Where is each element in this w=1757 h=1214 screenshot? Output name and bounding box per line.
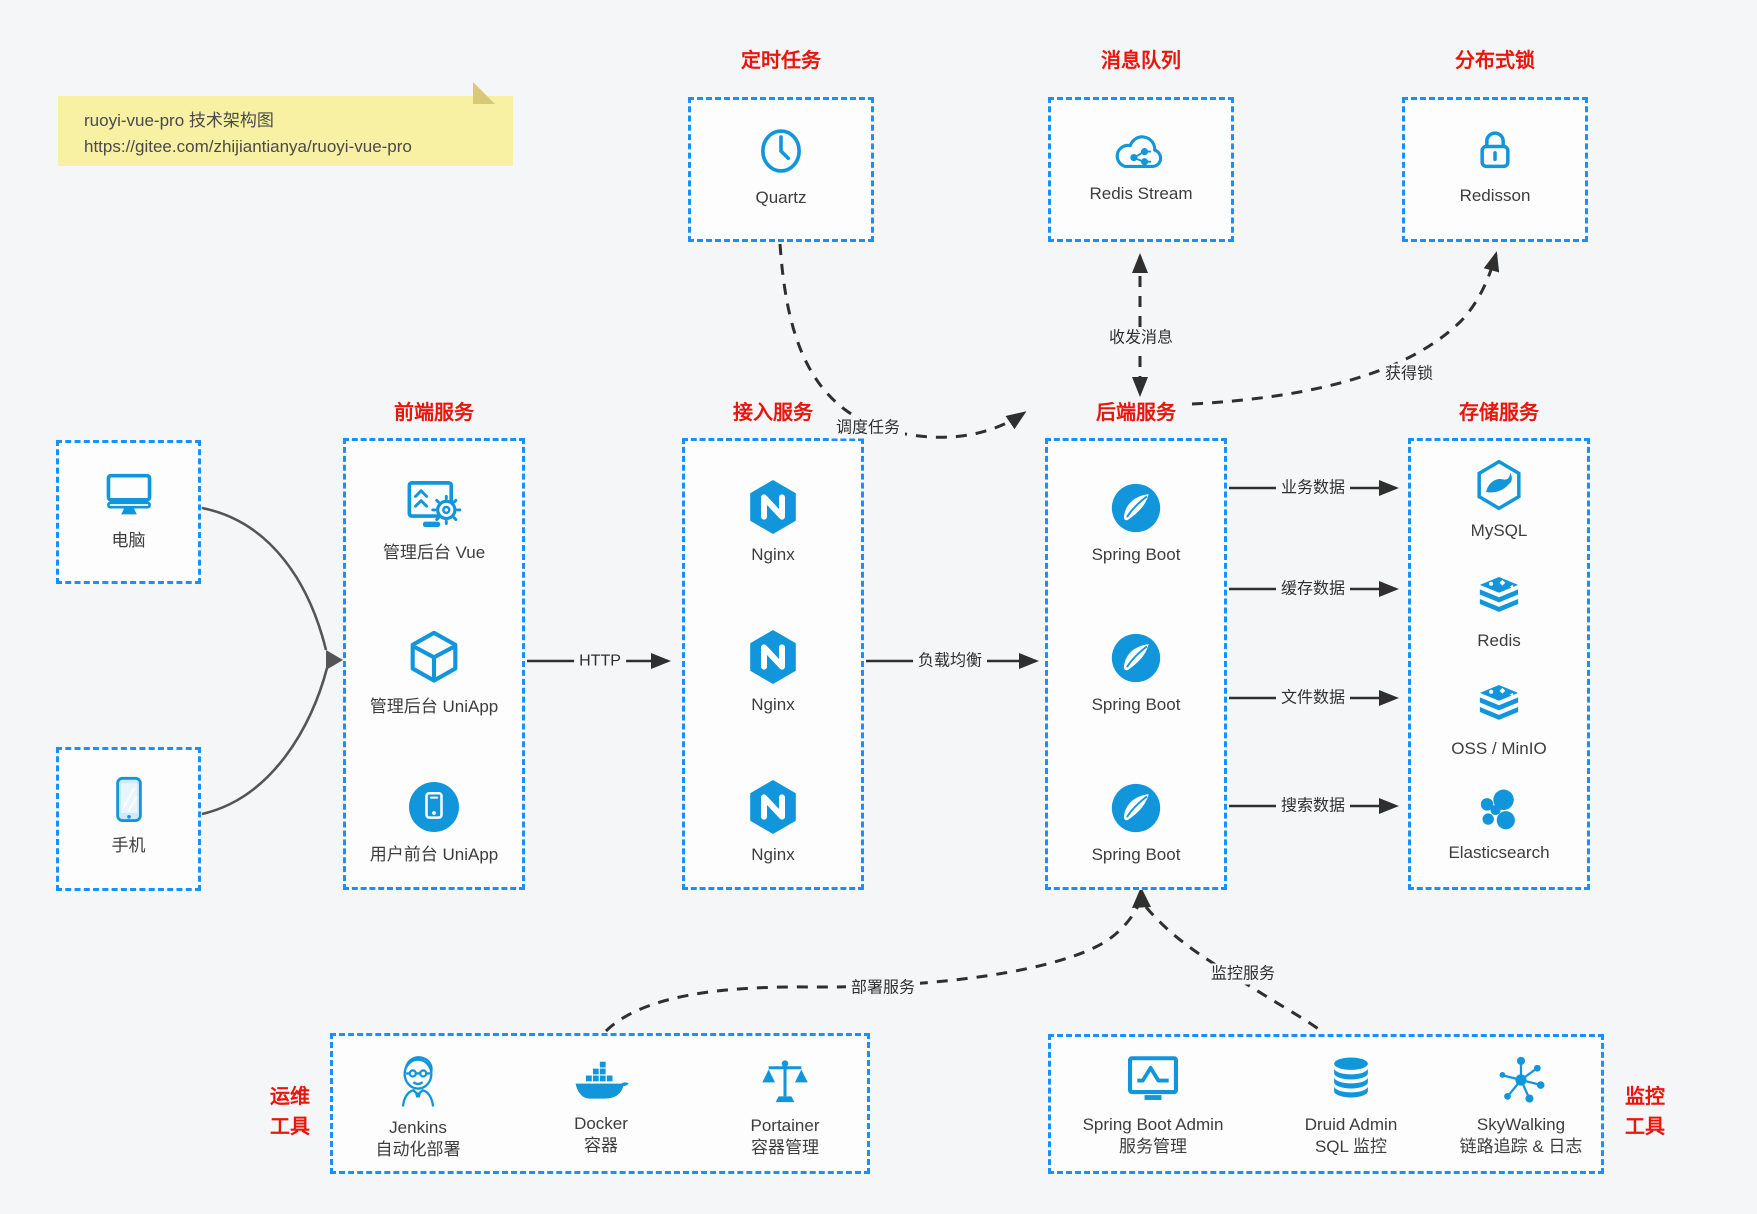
jenkins-icon <box>401 1056 435 1107</box>
admin-vue-icon <box>407 481 462 528</box>
edge-pc-to-frontend <box>201 506 328 651</box>
druid-admin-name: Druid Admin <box>1304 1115 1398 1134</box>
header-timer: 定时任务 <box>741 50 821 72</box>
spring-boot-label: Spring Boot <box>1091 695 1181 714</box>
redis-stream-box: Redis Stream <box>1048 97 1234 242</box>
portainer-icon <box>762 1060 808 1103</box>
storage-box: MySQL Redis OSS / MinIO <box>1408 438 1590 890</box>
phone-box: 手机 <box>56 747 201 891</box>
druid-admin-desc: SQL 监控 <box>1314 1137 1388 1156</box>
nginx-label: Nginx <box>751 695 795 714</box>
header-lock: 分布式锁 <box>1455 50 1535 72</box>
jenkins-name: Jenkins <box>389 1118 447 1137</box>
admin-vue-label: 管理后台 Vue <box>382 543 486 562</box>
edge-schedule-job <box>778 243 1027 439</box>
redis-stream-label: Redis Stream <box>1089 184 1193 203</box>
jenkins-desc: 自动化部署 <box>375 1140 461 1159</box>
redis-icon <box>1479 577 1519 612</box>
mysql-icon <box>1477 459 1521 511</box>
phone-label: 手机 <box>111 836 146 855</box>
spring-boot-admin-icon <box>1127 1056 1179 1100</box>
oss-minio-label: OSS / MinIO <box>1451 739 1547 758</box>
spring-boot-label: Spring Boot <box>1091 845 1181 864</box>
nginx-label: Nginx <box>751 845 795 864</box>
header-frontend: 前端服务 <box>394 402 474 424</box>
portainer-desc: 容器管理 <box>751 1138 819 1157</box>
docker-name: Docker <box>574 1114 628 1133</box>
edge-label-send-receive-message: 收发消息 <box>1103 327 1179 349</box>
header-gateway: 接入服务 <box>733 402 813 424</box>
clock-icon <box>761 129 801 173</box>
spring-boot-icon <box>1111 483 1161 533</box>
uniapp-cube-icon <box>410 630 458 683</box>
elasticsearch-label: Elasticsearch <box>1448 843 1550 862</box>
edge-label-load-balance: 负载均衡 <box>912 650 988 672</box>
edge-label-file-data: 文件数据 <box>1275 687 1351 709</box>
lock-icon <box>1480 131 1510 169</box>
redisson-label: Redisson <box>1459 186 1531 205</box>
edge-label-search-data: 搜索数据 <box>1275 795 1351 817</box>
edge-label-schedule-job: 调度任务 <box>830 417 906 439</box>
edge-label-business-data: 业务数据 <box>1275 477 1351 499</box>
gateway-box: Nginx Nginx Nginx <box>682 438 864 890</box>
edge-label-acquire-lock: 获得锁 <box>1379 363 1439 385</box>
nginx-label: Nginx <box>751 545 795 564</box>
desktop-icon <box>106 473 151 515</box>
spring-boot-icon <box>1111 633 1161 683</box>
note-fold-corner <box>473 82 495 104</box>
header-backend: 后端服务 <box>1096 402 1176 424</box>
oss-minio-icon <box>1479 685 1519 720</box>
skywalking-name: SkyWalking <box>1476 1115 1566 1134</box>
portainer-name: Portainer <box>750 1116 820 1135</box>
note-title: ruoyi-vue-pro 技术架构图 <box>84 111 274 130</box>
edge-acquire-lock <box>1191 251 1500 406</box>
phone-icon <box>115 776 142 822</box>
spring-boot-admin-desc: 服务管理 <box>1119 1137 1187 1156</box>
docker-desc: 容器 <box>584 1136 618 1155</box>
clients-arrowhead <box>326 650 343 670</box>
deploy-monitor-arrowhead <box>1132 887 1151 908</box>
spring-boot-admin-name: Spring Boot Admin <box>1082 1115 1224 1134</box>
pc-label: 电脑 <box>111 531 146 550</box>
monitoring-box: Spring Boot Admin 服务管理 Druid Admin SQL 监… <box>1048 1034 1604 1174</box>
redis-label: Redis <box>1477 631 1521 650</box>
user-app-icon <box>409 782 459 832</box>
skywalking-icon <box>1499 1056 1545 1103</box>
edge-label-http: HTTP <box>574 650 626 672</box>
nginx-icon <box>750 780 796 834</box>
skywalking-desc: 链路追踪 & 日志 <box>1459 1137 1583 1156</box>
redisson-box: Redisson <box>1402 97 1588 242</box>
cloud-network-icon <box>1115 135 1163 169</box>
admin-uniapp-label: 管理后台 UniApp <box>369 697 499 716</box>
edge-deploy-service <box>604 905 1140 1033</box>
quartz-box: Quartz <box>688 97 874 242</box>
ops-box: Jenkins 自动化部署 Docker 容器 <box>330 1033 870 1174</box>
note-url: https://gitee.com/zhijiantianya/ruoyi-vu… <box>84 137 412 156</box>
nginx-icon <box>750 480 796 534</box>
edge-label-monitor-service: 监控服务 <box>1205 963 1281 985</box>
pc-box: 电脑 <box>56 440 201 584</box>
druid-admin-icon <box>1334 1057 1368 1098</box>
mysql-label: MySQL <box>1470 521 1528 540</box>
sticky-note: ruoyi-vue-pro 技术架构图 https://gitee.com/zh… <box>58 82 513 166</box>
nginx-icon <box>750 630 796 684</box>
backend-box: Spring Boot Spring Boot Spring Boot <box>1045 438 1227 890</box>
header-monitoring: 监控 工具 <box>1625 1086 1665 1138</box>
edge-phone-to-frontend <box>201 667 329 816</box>
edge-label-deploy-service: 部署服务 <box>845 977 921 999</box>
frontend-box: 管理后台 Vue 管理后台 UniApp 用户前台 UniApp <box>343 438 525 890</box>
quartz-label: Quartz <box>755 188 807 207</box>
spring-boot-label: Spring Boot <box>1091 545 1181 564</box>
edge-label-cache-data: 缓存数据 <box>1275 578 1351 600</box>
header-storage: 存储服务 <box>1459 402 1539 424</box>
user-uniapp-label: 用户前台 UniApp <box>369 845 499 864</box>
header-mq: 消息队列 <box>1101 50 1181 72</box>
docker-icon <box>575 1061 629 1099</box>
elasticsearch-icon <box>1480 789 1515 830</box>
spring-boot-icon <box>1111 783 1161 833</box>
header-ops: 运维 工具 <box>270 1086 310 1138</box>
